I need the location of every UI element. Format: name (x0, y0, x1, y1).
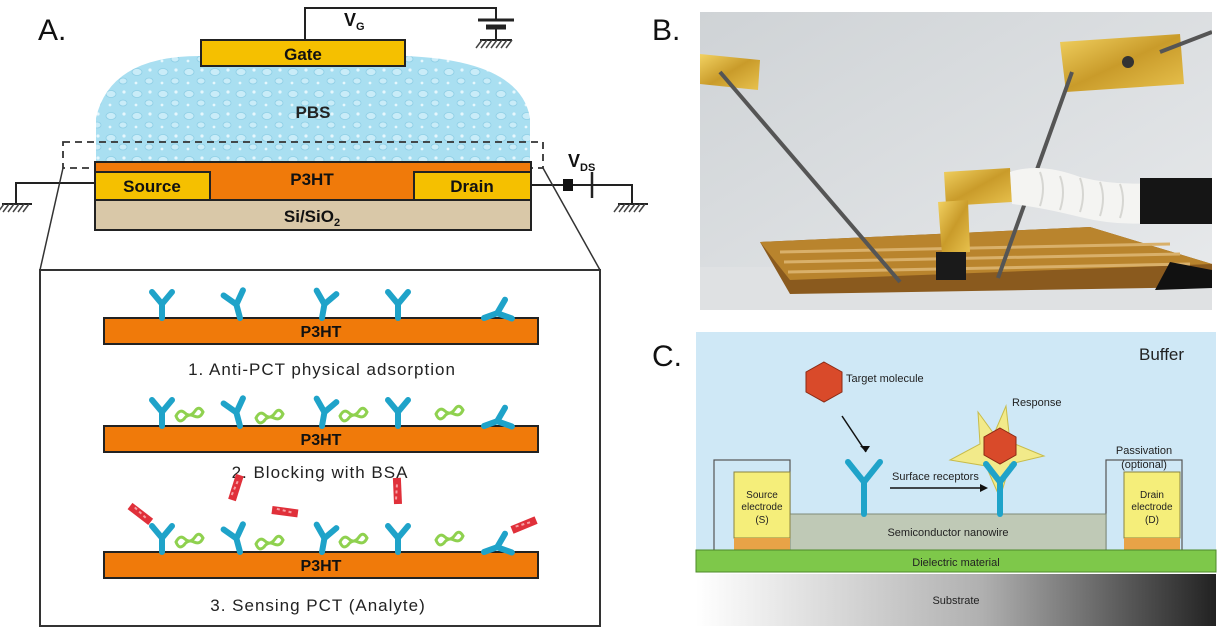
receptor-1 (845, 459, 883, 517)
panel-a-letter: A. (38, 14, 67, 47)
source-electrode-c (733, 471, 791, 539)
target-label: Target molecule (846, 373, 924, 385)
si-substrate (94, 199, 532, 231)
response-label: Response (1012, 397, 1062, 409)
drain-text-2: electrode (1131, 502, 1173, 513)
buffer-label: Buffer (1139, 345, 1184, 364)
bound-target (983, 427, 1017, 465)
drain-text-1: Drain (1140, 490, 1164, 501)
vg-label: VG (344, 10, 365, 33)
step2-layer-label: P3HT (301, 432, 342, 449)
target-molecule (805, 361, 843, 403)
p3ht-label: P3HT (290, 170, 334, 189)
step1-layer-label: P3HT (301, 324, 342, 341)
substrate-label: Si/SiO2 (284, 207, 340, 229)
drain-label: Drain (450, 177, 493, 196)
source-electrode (94, 171, 211, 201)
passivation-label: Passivation (1116, 445, 1172, 457)
panel-a-diagram: VG PBS Gate Source P3HT Drain Si/SiO2 VD… (0, 7, 648, 627)
step2-caption: 2. Blocking with BSA (232, 463, 409, 482)
step1-caption: 1. Anti-PCT physical adsorption (188, 360, 456, 379)
nanowire-label: Semiconductor nanowire (887, 527, 1008, 539)
substrate-label-c: Substrate (932, 595, 979, 607)
device-photo (700, 12, 1212, 310)
gate-label: Gate (284, 45, 322, 64)
step3-caption: 3. Sensing PCT (Analyte) (210, 596, 426, 615)
dielectric-layer (695, 549, 1217, 573)
panel-c-diagram: Buffer Passivation (optional) Semiconduc… (695, 332, 1217, 626)
pbs-droplet (96, 56, 530, 168)
receptor-2 (983, 461, 1017, 517)
panel-c-letter: C. (652, 340, 682, 373)
vds-label: VDS (568, 151, 595, 174)
step3-p3ht (103, 551, 539, 579)
step3-layer-label: P3HT (301, 558, 342, 575)
substrate-layer (696, 574, 1216, 626)
step2-p3ht (103, 425, 539, 453)
gate-electrode (200, 39, 406, 67)
source-text-2: electrode (741, 502, 783, 513)
receptors-label: Surface receptors (892, 471, 979, 483)
source-text-3: (S) (755, 515, 768, 526)
source-label: Source (123, 177, 181, 196)
dielectric-label: Dielectric material (912, 557, 999, 569)
pbs-label: PBS (296, 103, 331, 122)
drain-text-3: (D) (1145, 515, 1159, 526)
passivation-note: (optional) (1121, 459, 1167, 471)
panel-b-letter: B. (652, 14, 681, 47)
source-text-1: Source (746, 490, 778, 501)
